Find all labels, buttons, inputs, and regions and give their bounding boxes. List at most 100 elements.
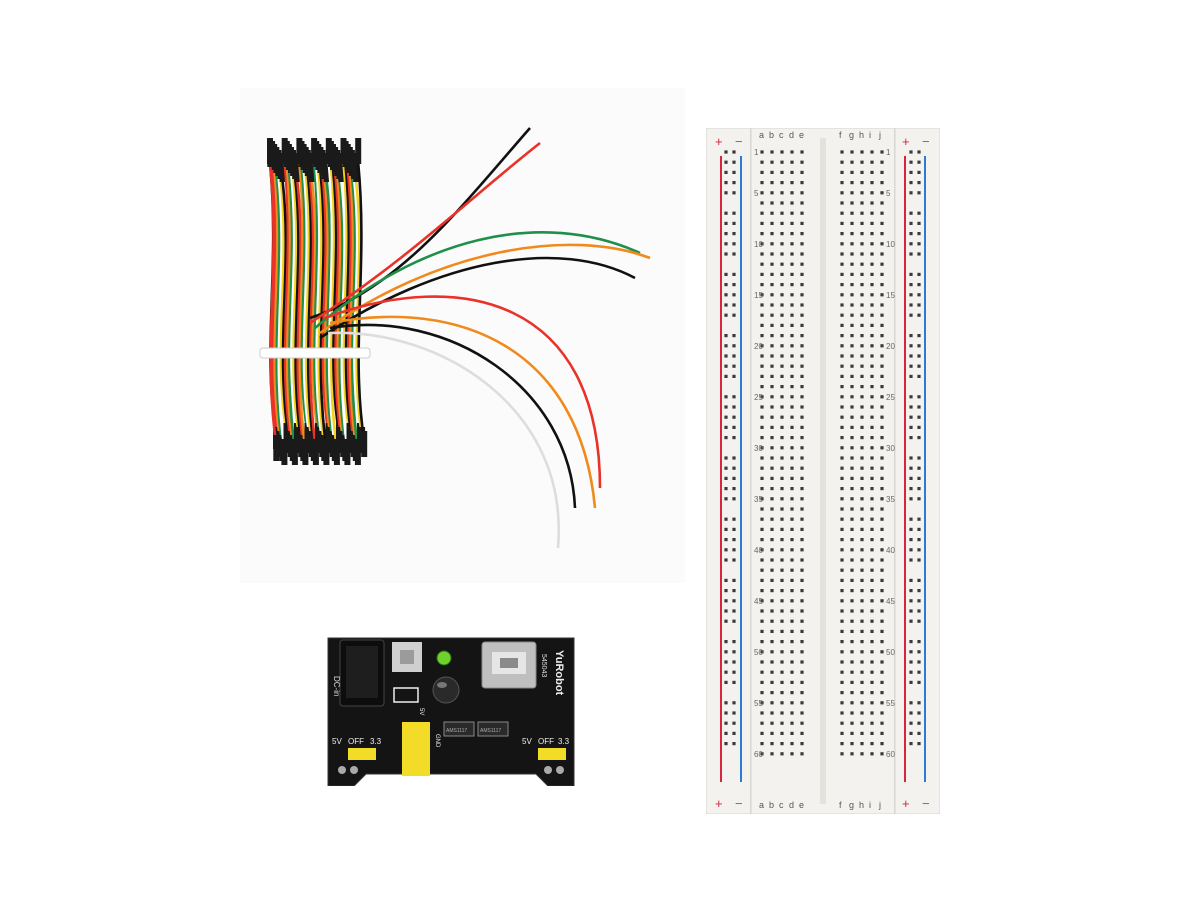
- breadboard-hole: [870, 558, 874, 562]
- breadboard-hole: [800, 170, 804, 174]
- breadboard-hole: [870, 609, 874, 613]
- breadboard-hole: [800, 211, 804, 215]
- breadboard-hole: [760, 354, 764, 358]
- rail-hole: [732, 405, 736, 409]
- breadboard-hole: [780, 517, 784, 521]
- breadboard-hole: [880, 650, 884, 654]
- breadboard-hole: [790, 405, 794, 409]
- breadboard-hole: [840, 589, 844, 593]
- breadboard-hole: [870, 548, 874, 552]
- breadboard-hole: [850, 221, 854, 225]
- breadboard-hole: [790, 538, 794, 542]
- breadboard-hole: [870, 313, 874, 317]
- breadboard-hole: [880, 578, 884, 582]
- rail-hole: [724, 731, 728, 735]
- breadboard-hole: [780, 150, 784, 154]
- breadboard-hole: [850, 293, 854, 297]
- breadboard-hole: [840, 354, 844, 358]
- breadboard-hole: [770, 334, 774, 338]
- rail-hole: [909, 578, 913, 582]
- breadboard-hole: [790, 680, 794, 684]
- breadboard-hole: [760, 293, 764, 297]
- breadboard-hole: [850, 181, 854, 185]
- breadboard-hole: [840, 395, 844, 399]
- breadboard-hole: [770, 364, 774, 368]
- rail-hole: [732, 721, 736, 725]
- rail-hole: [724, 405, 728, 409]
- rail-hole: [724, 670, 728, 674]
- breadboard-hole: [780, 334, 784, 338]
- row-number: 1: [754, 148, 759, 157]
- breadboard-hole: [880, 405, 884, 409]
- breadboard-hole: [770, 538, 774, 542]
- rail-hole: [909, 405, 913, 409]
- breadboard-hole: [800, 568, 804, 572]
- breadboard-hole: [860, 313, 864, 317]
- breadboard-hole: [760, 374, 764, 378]
- rail-hole: [909, 711, 913, 715]
- breadboard-hole: [860, 425, 864, 429]
- rail-hole: [724, 181, 728, 185]
- breadboard-hole: [770, 619, 774, 623]
- jumper-wire: [279, 177, 288, 434]
- rail-hole: [732, 374, 736, 378]
- breadboard-hole: [840, 629, 844, 633]
- breadboard-hole: [790, 221, 794, 225]
- breadboard-hole: [760, 538, 764, 542]
- breadboard-hole: [850, 691, 854, 695]
- breadboard-hole: [770, 609, 774, 613]
- breadboard-hole: [790, 548, 794, 552]
- breadboard-hole: [840, 752, 844, 756]
- breadboard-hole: [850, 456, 854, 460]
- breadboard-hole: [860, 660, 864, 664]
- jumper-wire: [306, 174, 316, 446]
- breadboard-hole: [760, 578, 764, 582]
- jumper-wire: [302, 168, 311, 438]
- breadboard-hole: [850, 711, 854, 715]
- breadboard-hole: [870, 364, 874, 368]
- jumper-wire: [287, 168, 297, 450]
- jumper-wire: [346, 168, 355, 442]
- row-number: 25: [754, 393, 763, 402]
- breadboard-hole: [770, 640, 774, 644]
- breadboard-hole: [840, 272, 844, 276]
- row-number: 45: [886, 597, 895, 606]
- rail-hole: [724, 364, 728, 368]
- breadboard-hole: [800, 742, 804, 746]
- breadboard-hole: [860, 334, 864, 338]
- breadboard-hole: [780, 650, 784, 654]
- breadboard-hole: [780, 660, 784, 664]
- rail-hole: [917, 303, 921, 307]
- breadboard-hole: [760, 752, 764, 756]
- breadboard-hole: [870, 497, 874, 501]
- breadboard-hole: [770, 721, 774, 725]
- breadboard-hole: [770, 456, 774, 460]
- breadboard-hole: [780, 221, 784, 225]
- rail-hole: [917, 476, 921, 480]
- breadboard-hole: [860, 262, 864, 266]
- rail-hole: [917, 313, 921, 317]
- breadboard-hole: [870, 283, 874, 287]
- breadboard-hole: [770, 599, 774, 603]
- rail-hole: [909, 670, 913, 674]
- breadboard-hole: [760, 150, 764, 154]
- breadboard-hole: [850, 364, 854, 368]
- breadboard-hole: [880, 711, 884, 715]
- column-label: a: [759, 800, 764, 810]
- rail-hole: [732, 711, 736, 715]
- breadboard-hole: [860, 160, 864, 164]
- rail-hole: [724, 558, 728, 562]
- rail-hole: [724, 456, 728, 460]
- breadboard-hole: [760, 385, 764, 389]
- breadboard-hole: [840, 160, 844, 164]
- wire-tip: [323, 439, 330, 465]
- breadboard-hole: [870, 589, 874, 593]
- breadboard-hole: [870, 354, 874, 358]
- rail-hole: [724, 425, 728, 429]
- breadboard-hole: [880, 293, 884, 297]
- breadboard-hole: [840, 578, 844, 582]
- rail-hole: [909, 660, 913, 664]
- breadboard-hole: [790, 660, 794, 664]
- breadboard-hole: [870, 660, 874, 664]
- rail-hole: [917, 160, 921, 164]
